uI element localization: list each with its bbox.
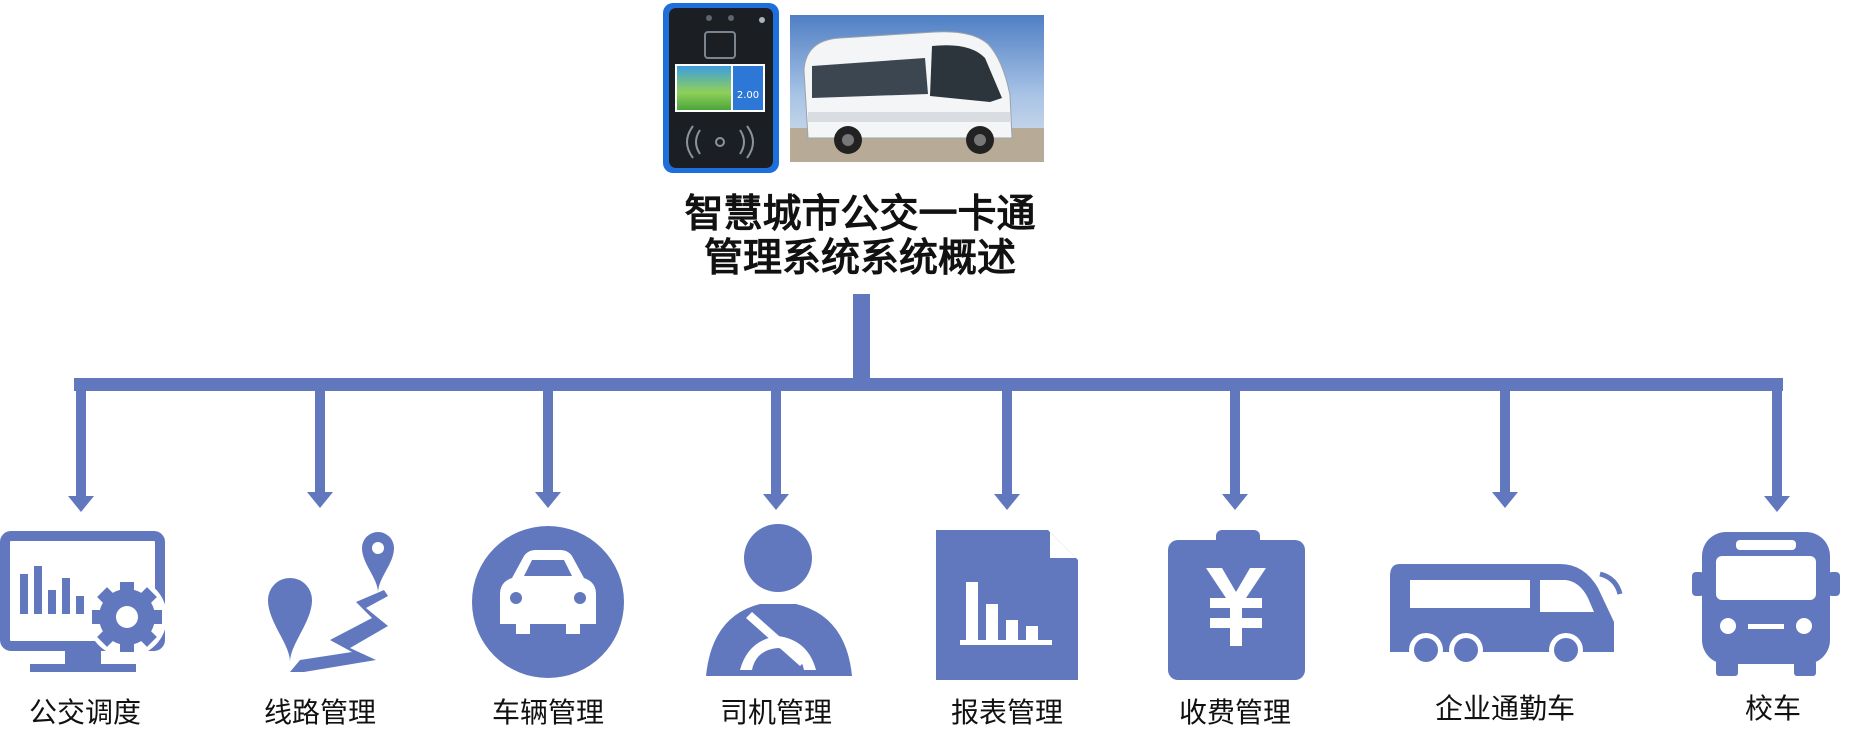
report-chart-icon: [936, 530, 1078, 680]
module-label-route-management: 线路管理: [264, 696, 376, 729]
driver-icon: [706, 524, 852, 676]
branch-arrowhead: [1492, 492, 1518, 508]
card-reader-device: 2.00: [663, 3, 779, 173]
module-label-commuter-bus: 企业通勤车: [1435, 692, 1575, 725]
device-screen-fare: 2.00: [737, 90, 759, 101]
nfc-symbol-icon: [686, 125, 754, 159]
module-label-vehicle-management: 车辆管理: [492, 696, 604, 729]
branch-arrowhead: [307, 492, 333, 508]
module-label-school-bus: 校车: [1745, 692, 1801, 725]
branch-arrowhead: [994, 494, 1020, 510]
yuan-clipboard-icon: [1168, 530, 1305, 680]
school-bus-icon: [1692, 532, 1840, 676]
branch-arrowhead: [1222, 494, 1248, 510]
bus-line: [74, 378, 1783, 391]
branch-arrowhead: [68, 496, 94, 512]
route-map-icon: [268, 532, 394, 672]
monitor-gear-icon: [0, 531, 167, 672]
branch-line: [1500, 390, 1510, 494]
bus-photo: [790, 15, 1044, 162]
title-line-2: 管理系统系统概述: [704, 236, 1016, 281]
branch-line: [543, 390, 553, 494]
branch-line: [315, 390, 325, 494]
car-circle-icon: [472, 526, 624, 678]
branch-arrowhead: [763, 494, 789, 510]
trunk-line: [853, 294, 870, 386]
module-label-fee-management: 收费管理: [1179, 696, 1291, 729]
branch-arrowhead: [1764, 496, 1790, 512]
module-label-report-management: 报表管理: [951, 696, 1063, 729]
branch-line: [1772, 390, 1782, 498]
branch-line: [771, 390, 781, 496]
branch-line: [1002, 390, 1012, 496]
title-line-1: 智慧城市公交一卡通: [684, 192, 1035, 237]
connector-tree: [68, 294, 1790, 512]
coach-bus-icon: [1390, 564, 1623, 667]
branch-arrowhead: [535, 492, 561, 508]
branch-line: [76, 390, 86, 498]
module-label-bus-dispatch: 公交调度: [29, 696, 141, 729]
module-label-driver-management: 司机管理: [720, 696, 832, 729]
branch-line: [1230, 390, 1240, 496]
